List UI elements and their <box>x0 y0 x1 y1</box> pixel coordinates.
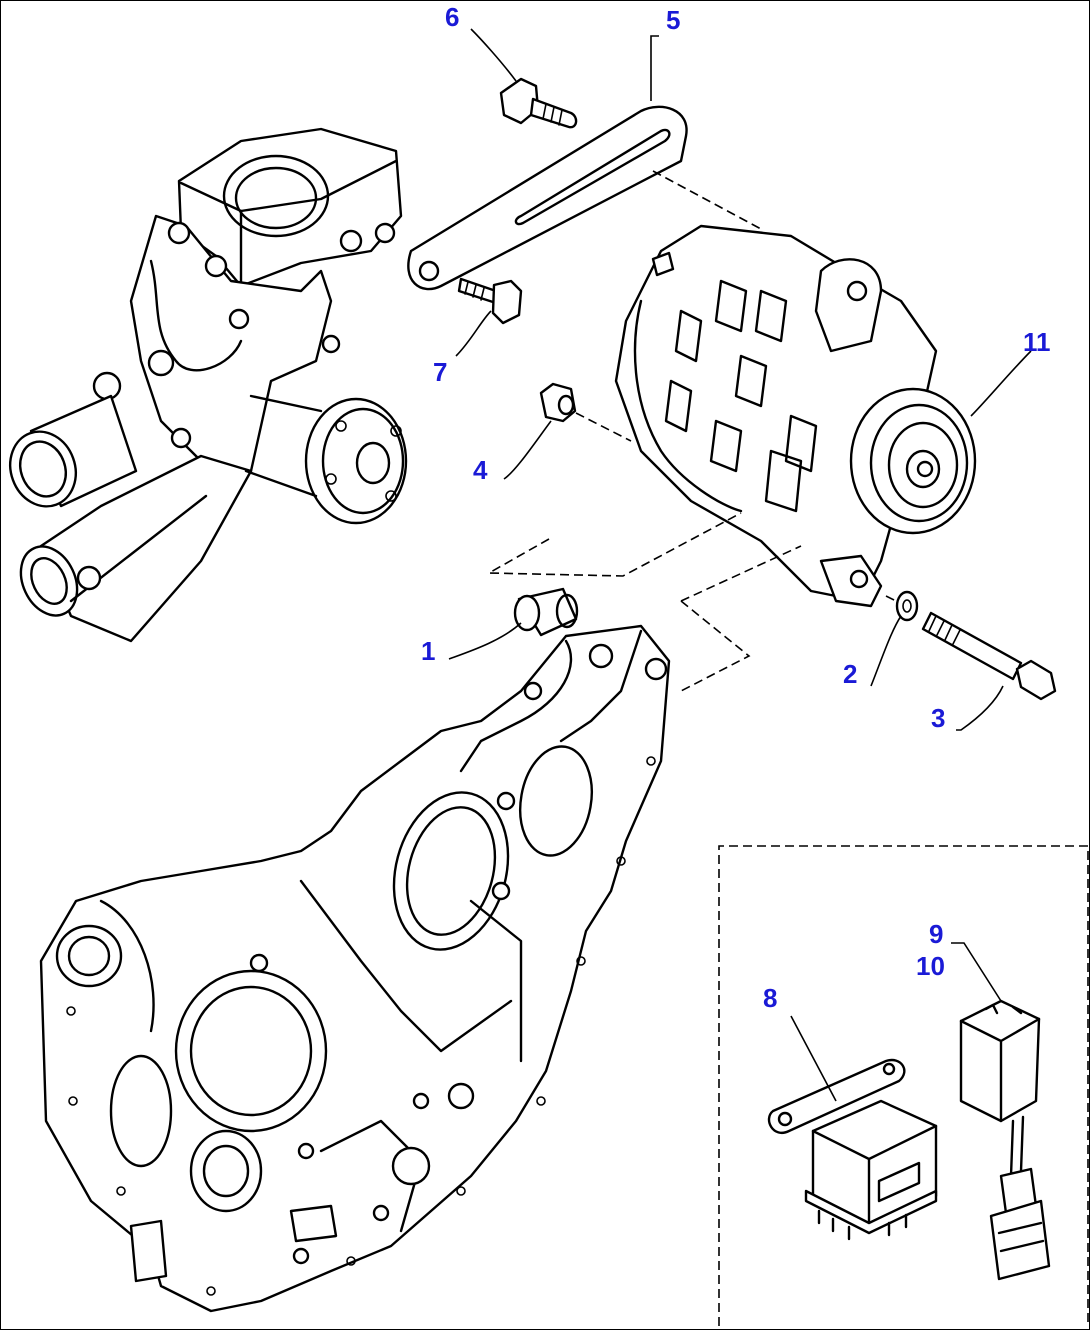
controller-9-10 <box>959 999 1051 1281</box>
callout-3: 3 <box>931 703 945 733</box>
leader-lines <box>448 28 1032 1102</box>
callout-5: 5 <box>666 5 680 35</box>
washer-2 <box>895 590 919 622</box>
callout-2: 2 <box>843 659 857 689</box>
callout-11: 11 <box>1023 327 1051 357</box>
inset-box <box>718 845 1089 1326</box>
bolt-6 <box>499 77 578 129</box>
callout-10: 10 <box>916 951 945 981</box>
alternator <box>614 224 977 608</box>
callout-7: 7 <box>433 357 447 387</box>
callout-1: 1 <box>421 636 435 666</box>
spacer-1 <box>513 587 579 637</box>
callout-6: 6 <box>445 2 459 32</box>
callout-4: 4 <box>473 455 488 485</box>
bolt-7 <box>457 277 523 325</box>
bolt-3 <box>921 611 1057 701</box>
water-pump-assembly <box>9 127 408 643</box>
callout-9: 9 <box>929 919 943 949</box>
callout-8: 8 <box>763 983 777 1013</box>
relay-8 <box>767 1058 938 1241</box>
callout-labels: 1 2 3 4 5 6 7 8 9 10 11 <box>421 2 1051 1013</box>
front-cover <box>39 624 671 1313</box>
adjust-bracket <box>407 105 688 291</box>
nut-4 <box>539 382 577 423</box>
assembly-lines <box>486 170 899 692</box>
